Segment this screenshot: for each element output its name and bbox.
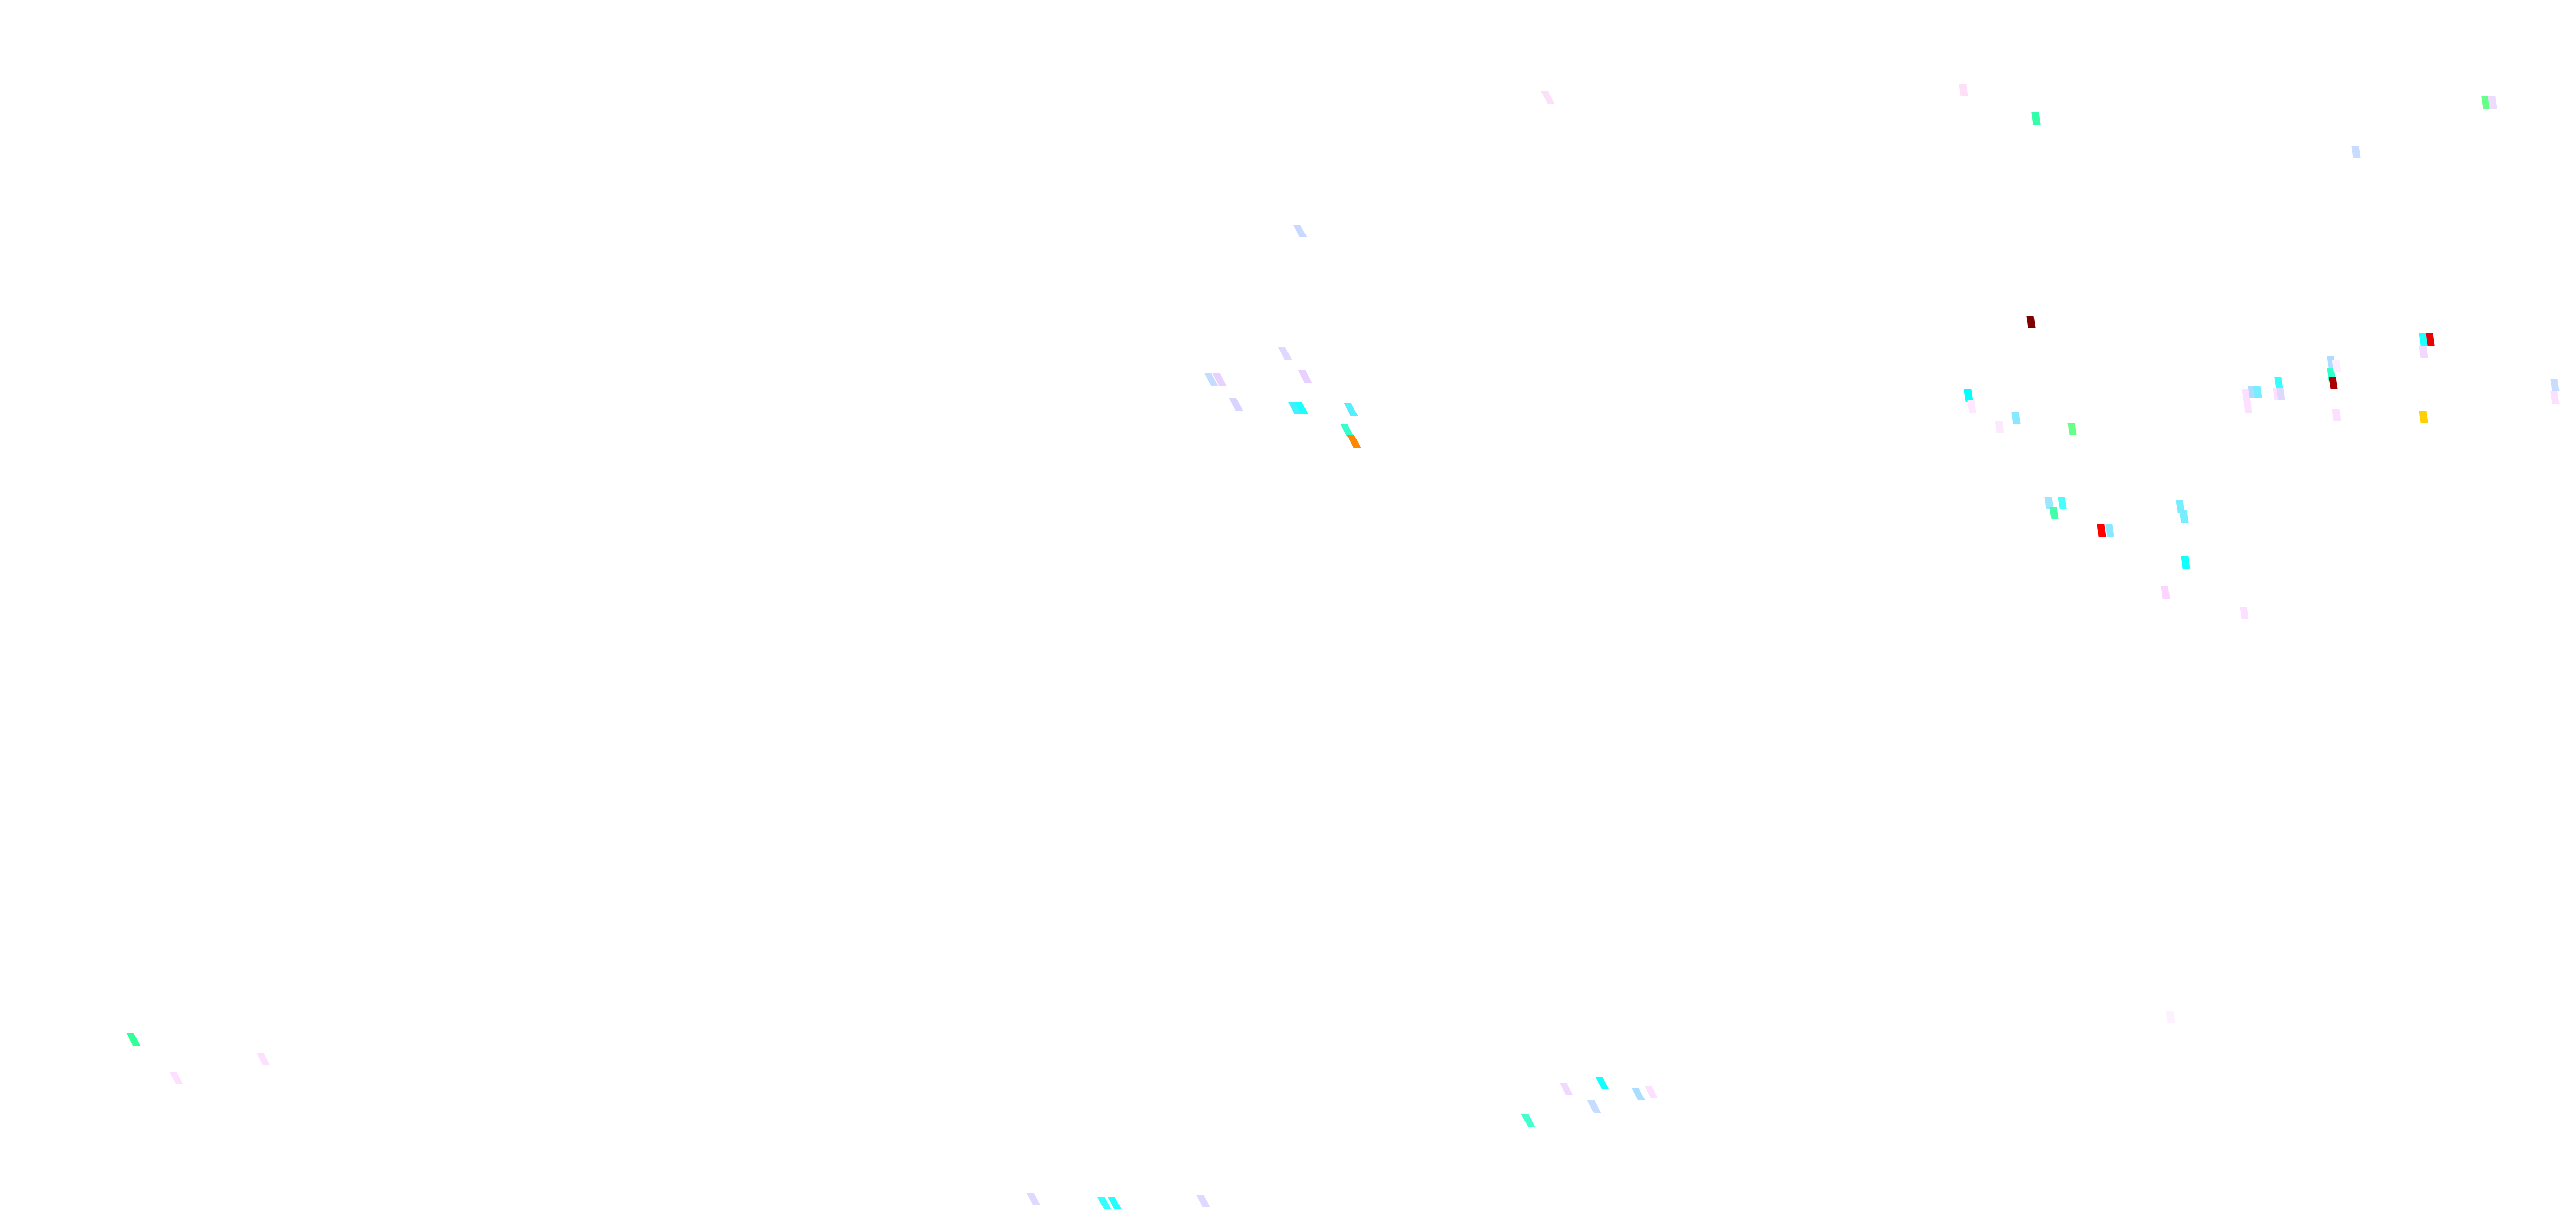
color-mark — [2332, 360, 2341, 372]
color-mark — [2351, 146, 2361, 158]
color-mark — [1298, 370, 1312, 383]
color-mark — [2419, 346, 2428, 358]
color-mark — [2011, 412, 2021, 424]
color-mark — [2332, 409, 2341, 421]
color-mark — [2419, 411, 2428, 423]
color-mark — [2240, 607, 2249, 619]
color-mark — [2026, 316, 2036, 328]
color-mark — [1026, 1193, 1041, 1205]
color-mark — [2329, 377, 2338, 389]
color-mark — [126, 1033, 141, 1046]
color-mark — [1967, 400, 1976, 413]
color-mark — [2426, 333, 2435, 346]
color-mark — [1595, 1077, 1609, 1089]
color-mark — [1644, 1086, 1658, 1098]
color-mark — [2049, 507, 2059, 519]
color-mark — [2181, 556, 2190, 569]
color-mark — [2243, 400, 2252, 413]
color-mark — [2097, 524, 2106, 537]
color-mark — [1587, 1100, 1601, 1113]
color-mark — [1347, 435, 1361, 448]
color-mark — [1344, 403, 1358, 416]
color-mark — [1631, 1088, 1646, 1100]
color-mark — [2550, 391, 2560, 404]
color-mark — [2161, 586, 2170, 599]
color-mark — [2179, 510, 2189, 523]
color-mark — [2067, 423, 2077, 435]
color-mark — [2058, 497, 2067, 509]
color-mark — [2488, 96, 2497, 109]
color-mark — [1521, 1114, 1535, 1127]
color-mark — [2550, 379, 2560, 391]
color-mark — [1229, 398, 1243, 411]
color-mark — [2105, 524, 2114, 537]
color-mark — [1293, 225, 1307, 237]
color-mark — [2166, 1011, 2175, 1023]
color-mark — [1995, 421, 2004, 433]
color-mark — [2031, 112, 2041, 125]
color-mark — [1540, 91, 1555, 104]
color-mark — [1559, 1083, 1573, 1095]
color-mark — [2276, 388, 2285, 400]
color-mark — [1196, 1195, 1210, 1207]
color-mark — [2253, 386, 2262, 398]
color-mark — [1959, 84, 1968, 96]
color-mark — [1278, 347, 1292, 360]
color-mark — [256, 1053, 270, 1065]
color-mark — [169, 1072, 183, 1084]
